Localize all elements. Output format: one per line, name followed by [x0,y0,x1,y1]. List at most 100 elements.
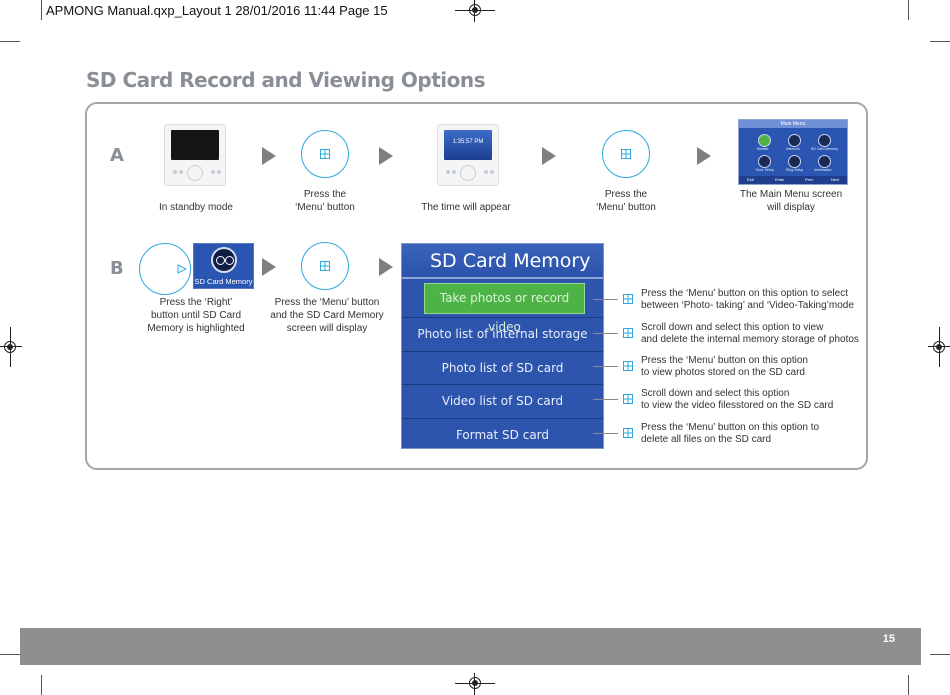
crop-mark [930,41,950,42]
crop-mark [0,41,20,42]
sd-thumb-label: SD Card Memory [194,277,253,286]
main-menu-footer: Exit Enter Prev Next [739,176,847,184]
note-line: to view the video filesstored on the SD … [641,400,834,411]
caption-line: Memory is highlighted [147,323,245,334]
sd-menu-title: SD Card Memory [430,250,591,272]
note-format-sd: Press the ‘Menu’ button on this option t… [641,422,819,446]
owl-icon [211,247,237,273]
crop-mark [41,0,42,20]
caption-standby: In standby mode [159,202,233,213]
note-photo-sd: Press the ‘Menu’ button on this option t… [641,355,808,379]
crop-mark [908,0,909,20]
footer-hint: Next [831,177,840,182]
registration-mark-icon [455,673,495,695]
note-video-sd: Scroll down and select this option to vi… [641,388,833,412]
sd-menu-header: SD Card Memory [402,244,603,279]
note-line: Scroll down and select this option to vi… [641,322,824,333]
main-menu-item: SD Card Memory [811,147,839,151]
caption-press-menu-a2: Press the ‘Menu’ button [572,188,680,214]
crop-mark [41,675,42,695]
leader-line [593,299,618,300]
caption-line: ‘Menu’ button [596,202,656,213]
leader-line [593,366,618,367]
footer-hint: Exit [747,177,754,182]
monitor-icon [758,134,771,147]
crop-mark [930,654,950,655]
selected-highlight: Take photos or record video [424,283,585,334]
main-menu-item: Information [814,168,832,172]
footer-hint: Enter [775,177,785,182]
row-label-b: B [110,258,124,279]
page-footer: 15 [20,628,921,665]
main-menu-screen: Main Menu Monitor Intercom SD Card Memor… [738,119,848,185]
note-line: to view photos stored on the SD card [641,367,805,378]
note-take-photos: Press the ‘Menu’ button on this option t… [641,288,854,312]
menu-button-circle [301,242,349,290]
page-number: 15 [882,633,895,645]
caption-press-menu-a1: Press the ‘Menu’ button [272,188,378,214]
note-line: Press the ‘Menu’ button on this option [641,355,808,366]
menu-grid-icon [320,261,330,271]
note-line: between ‘Photo- taking’ and ‘Video-Takin… [641,300,854,311]
triangle-right-icon [697,147,711,165]
sd-menu-item-format-sd[interactable]: Format SD card [402,418,603,451]
triangle-right-icon [542,147,556,165]
row-label-a: A [110,145,124,166]
caption-line: Press the [303,189,347,200]
footer-hint: Prev [805,177,814,182]
instructions-panel [85,102,868,470]
triangle-right-icon [262,147,276,165]
triangle-right-icon [379,147,393,165]
right-button-circle [139,243,191,295]
sd-card-memory-thumbnail: SD Card Memory [193,243,254,289]
sd-menu-item-photo-sd[interactable]: Photo list of SD card [402,351,603,384]
caption-press-menu-b: Press the ‘Menu’ button and the SD Card … [266,296,388,335]
registration-mark-icon [928,327,950,367]
sd-menu-item-take-photos[interactable]: Take photos or record video [402,283,603,334]
crop-mark [908,675,909,695]
printer-slug: APMONG Manual.qxp_Layout 1 28/01/2016 11… [46,3,388,18]
menu-grid-icon [623,394,633,404]
ring-setup-icon [788,155,801,168]
note-photo-internal: Scroll down and select this option to vi… [641,322,859,346]
registration-mark-icon [0,327,22,367]
sd-menu-item-video-sd[interactable]: Video list of SD card [402,384,603,417]
note-line: Press the ‘Menu’ button on this option t… [641,422,820,433]
main-menu-item: Ring Setup [786,168,804,172]
leader-line [593,433,618,434]
caption-line: and the SD Card Memory [270,310,384,321]
main-menu-item: Door Setup [756,168,774,172]
sd-card-icon [818,134,831,147]
caption-line: Press the ‘Menu’ button [274,297,380,308]
menu-grid-icon [320,149,330,159]
play-right-icon [177,264,187,274]
information-icon [818,155,831,168]
caption-main-menu: The Main Menu screen will display [732,188,850,214]
leader-line [593,399,618,400]
intercom-time-image: 1:35:57 PM [437,124,499,186]
page-title: SD Card Record and Viewing Options [86,68,486,92]
caption-press-right: Press the ‘Right’ button until SD Card M… [136,296,256,335]
main-menu-header: Main Menu [739,120,847,128]
triangle-right-icon [379,258,393,276]
note-line: Press the ‘Menu’ button on this option t… [641,288,848,299]
menu-grid-icon [621,149,631,159]
caption-line: The Main Menu screen [739,189,843,200]
menu-grid-icon [623,361,633,371]
menu-button-circle [602,130,650,178]
triangle-right-icon [262,258,276,276]
caption-line: button until SD Card [150,310,242,321]
door-setup-icon [758,155,771,168]
main-menu-item: Intercom [786,147,800,151]
menu-button-circle [301,130,349,178]
sd-menu-item-photo-internal[interactable]: Photo list of internal storage [402,317,603,350]
caption-line: screen will display [286,323,368,334]
registration-mark-icon [455,0,495,22]
intercom-icon [788,134,801,147]
menu-grid-icon [623,328,633,338]
caption-time: The time will appear [421,202,511,213]
caption-line: Press the [604,189,648,200]
intercom-standby-image [164,124,226,186]
main-menu-item: Monitor [757,147,769,151]
note-line: and delete the internal memory storage o… [641,334,859,345]
